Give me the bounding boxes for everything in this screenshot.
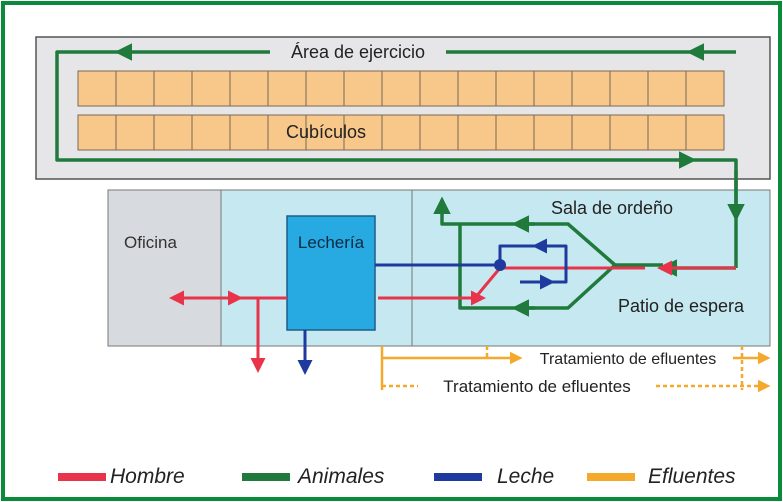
legend-swatch-effluents: [587, 473, 635, 481]
stalls-label: Cubículos: [286, 122, 366, 142]
stall-cell: [647, 114, 687, 151]
stall-cell: [153, 70, 193, 107]
stall-cell: [571, 114, 611, 151]
effluent-label-2: Tratamiento de efluentes: [443, 377, 630, 396]
stalls-row-top: [77, 70, 725, 107]
legend-item-effluents: Efluentes: [587, 465, 736, 488]
legend-item-human: Hombre: [58, 465, 185, 488]
stall-cell: [77, 70, 117, 107]
milk-junction: [494, 259, 506, 271]
stall-cell: [153, 114, 193, 151]
office-room: [107, 189, 222, 347]
stall-cell: [267, 114, 307, 151]
legend-swatch-milk: [434, 473, 482, 481]
office-label: Oficina: [124, 233, 177, 252]
stall-cell: [419, 70, 459, 107]
legend-label-milk: Leche: [497, 465, 554, 488]
stall-cell: [191, 70, 231, 107]
stall-cell: [685, 70, 725, 107]
exercise-label-bg: [270, 41, 446, 63]
stall-cell: [457, 114, 497, 151]
stall-cell: [77, 114, 117, 151]
legend-swatch-animals: [242, 473, 290, 481]
legend-label-effluents: Efluentes: [648, 465, 736, 488]
stall-cell: [533, 114, 573, 151]
stall-cell: [647, 70, 687, 107]
stall-cell: [115, 114, 155, 151]
human-flow: [169, 260, 736, 373]
legend-label-human: Hombre: [110, 465, 185, 488]
exercise-area-label: Área de ejercicio: [291, 42, 425, 62]
dairy-label: Lechería: [298, 233, 365, 252]
milk-flow: [297, 238, 568, 375]
stall-cell: [495, 114, 535, 151]
stall-cell: [229, 70, 269, 107]
stall-cell: [115, 70, 155, 107]
stall-cell: [191, 114, 231, 151]
stall-cell: [571, 70, 611, 107]
stall-cell: [381, 70, 421, 107]
milking-parlor-label: Sala de ordeño: [551, 198, 673, 218]
stall-cell: [495, 70, 535, 107]
stall-cell: [419, 114, 459, 151]
legend-item-milk: Leche: [434, 465, 554, 488]
stalls-row-bottom: [77, 114, 725, 151]
legend-swatch-human: [58, 473, 106, 481]
stall-cell: [533, 70, 573, 107]
effluent-label-1-bg: [524, 348, 732, 368]
stall-cell: [305, 70, 345, 107]
stall-cell: [343, 70, 383, 107]
stall-cell: [609, 114, 649, 151]
legend: Hombre Animales Leche Efluentes: [58, 465, 736, 488]
dairy-room: [286, 215, 376, 331]
legend-label-animals: Animales: [296, 465, 385, 488]
stall-cell: [457, 70, 497, 107]
legend-item-animals: Animales: [242, 465, 385, 488]
stall-cell: [343, 114, 383, 151]
effluent-flow: [380, 346, 771, 393]
effluent-label-1: Tratamiento de efluentes: [540, 351, 716, 368]
stall-cell: [267, 70, 307, 107]
stall-cell: [685, 114, 725, 151]
stall-cell: [609, 70, 649, 107]
waiting-yard-label: Patio de espera: [618, 296, 745, 316]
stall-cell: [381, 114, 421, 151]
stall-cell: [229, 114, 269, 151]
